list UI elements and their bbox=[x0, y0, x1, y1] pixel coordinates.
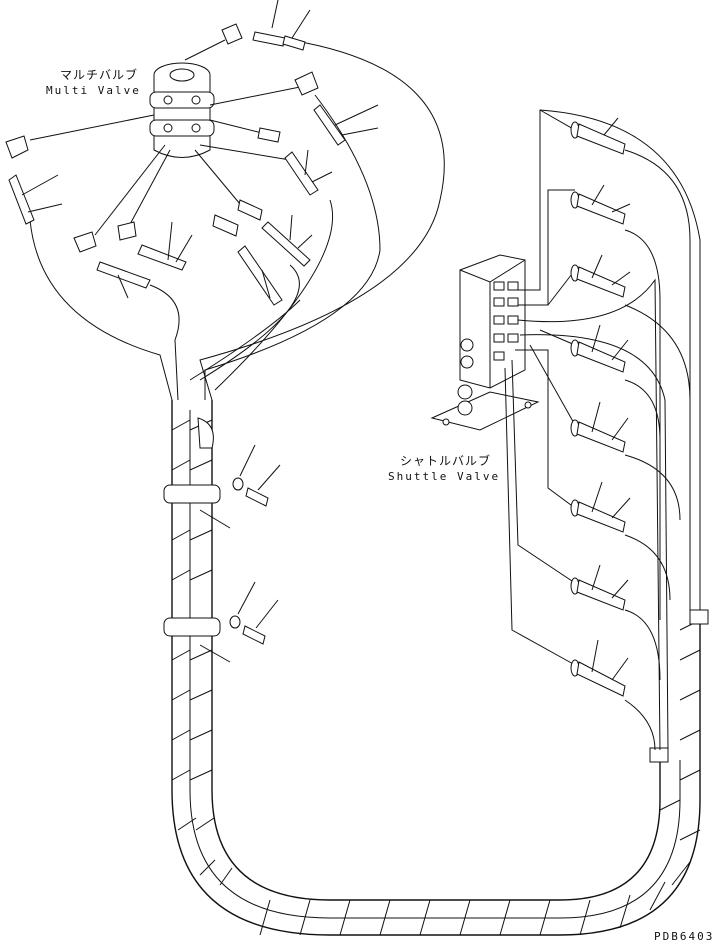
multi-valve-label-jp: マルチバルブ bbox=[60, 68, 139, 82]
multi-valve-hoses bbox=[29, 39, 445, 401]
multi-valve-label-en: Multi Valve bbox=[46, 84, 141, 97]
multi-valve bbox=[149, 62, 215, 158]
bolt-set-lower bbox=[199, 581, 279, 663]
leader-lines-left bbox=[21, 0, 379, 299]
shuttle-valve-hoses bbox=[504, 109, 701, 751]
leader-lines-right bbox=[591, 117, 631, 681]
multi-valve-fittings bbox=[5, 23, 346, 306]
drawing-code: PDB6403 bbox=[654, 930, 715, 943]
shuttle-hose-fittings bbox=[570, 121, 626, 697]
shuttle-valve-label-en: Shuttle Valve bbox=[388, 470, 501, 483]
hose-bundle-u bbox=[163, 400, 709, 936]
bolt-set-upper bbox=[199, 444, 281, 529]
shuttle-valve bbox=[430, 254, 540, 431]
shuttle-valve-label-jp: シャトルバルブ bbox=[400, 454, 492, 468]
